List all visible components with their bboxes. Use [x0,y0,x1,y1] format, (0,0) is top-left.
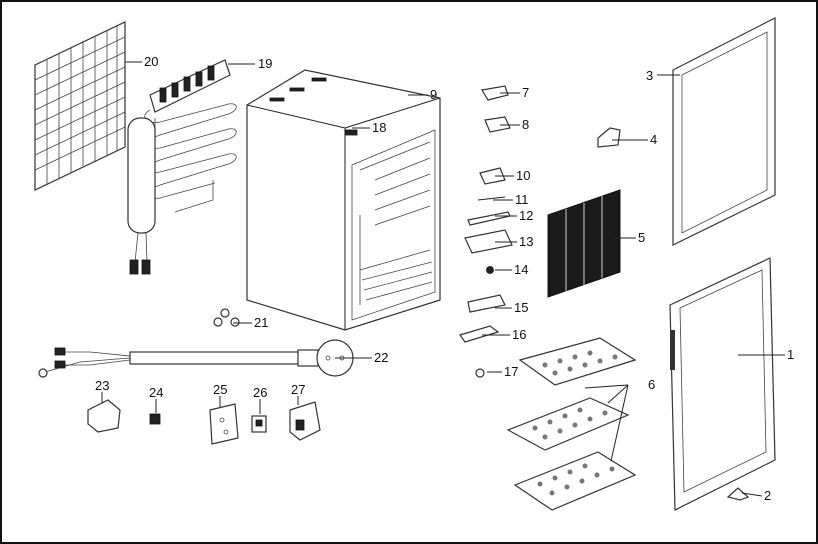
part-4-hinge [597,127,621,148]
callout-26: 26 [253,385,267,400]
part-6-wire-shelves [506,337,637,511]
part-23-terminal-box [87,399,121,433]
part-3-door-frame [672,17,776,246]
part-21-feet [213,308,240,327]
callout-23: 23 [95,378,109,393]
part-25-pcb [209,403,239,445]
callout-13: 13 [519,234,533,249]
callout-17: 17 [504,364,518,379]
part-17-foot [475,368,485,378]
callout-10: 10 [516,168,530,183]
callout-14: 14 [514,262,528,277]
part-18-hinge-pin [344,129,358,136]
part-24-fuse [149,413,161,425]
callout-16: 16 [512,327,526,342]
part-13-control-panel [464,229,513,254]
part-5-back-grille [547,189,621,298]
callout-25: 25 [213,382,227,397]
callout-3: 3 [646,68,653,83]
part-16-clip [459,325,500,343]
callout-5: 5 [638,230,645,245]
callout-22: 22 [374,350,388,365]
part-22-power-cord [38,339,354,378]
part-14-knob [486,266,494,274]
part-12-light-tube [467,211,511,226]
callout-7: 7 [522,85,529,100]
callout-21: 21 [254,315,268,330]
callout-12: 12 [519,208,533,223]
part-11-sensor [477,196,506,201]
leader-lines [101,61,785,497]
part-27-compressor-starter [289,401,321,441]
callout-8: 8 [522,117,529,132]
part-2-door-lock [726,487,750,501]
part-7-hinge-bracket [481,85,509,101]
callout-24: 24 [149,385,163,400]
part-1-glass-door [669,257,776,511]
callout-20: 20 [144,54,158,69]
callout-4: 4 [650,132,657,147]
callout-27: 27 [291,382,305,397]
callout-2: 2 [764,488,771,503]
part-8-hinge-bracket [484,116,511,133]
part-15-bracket [467,294,506,313]
callout-6: 6 [648,377,655,392]
callout-18: 18 [372,120,386,135]
callout-labels: 1 2 3 4 5 6 7 8 9 10 11 12 13 14 15 16 1… [95,54,794,503]
part-9-cabinet [246,69,441,331]
part-20-condenser-grid [34,21,126,191]
callout-15: 15 [514,300,528,315]
callout-19: 19 [258,56,272,71]
part-19-evaporator-assembly [127,59,237,275]
callout-1: 1 [787,347,794,362]
part-10-thermostat-cover [479,167,506,185]
part-26-relay [251,415,267,433]
callout-9: 9 [430,87,437,102]
callout-11: 11 [515,192,529,207]
